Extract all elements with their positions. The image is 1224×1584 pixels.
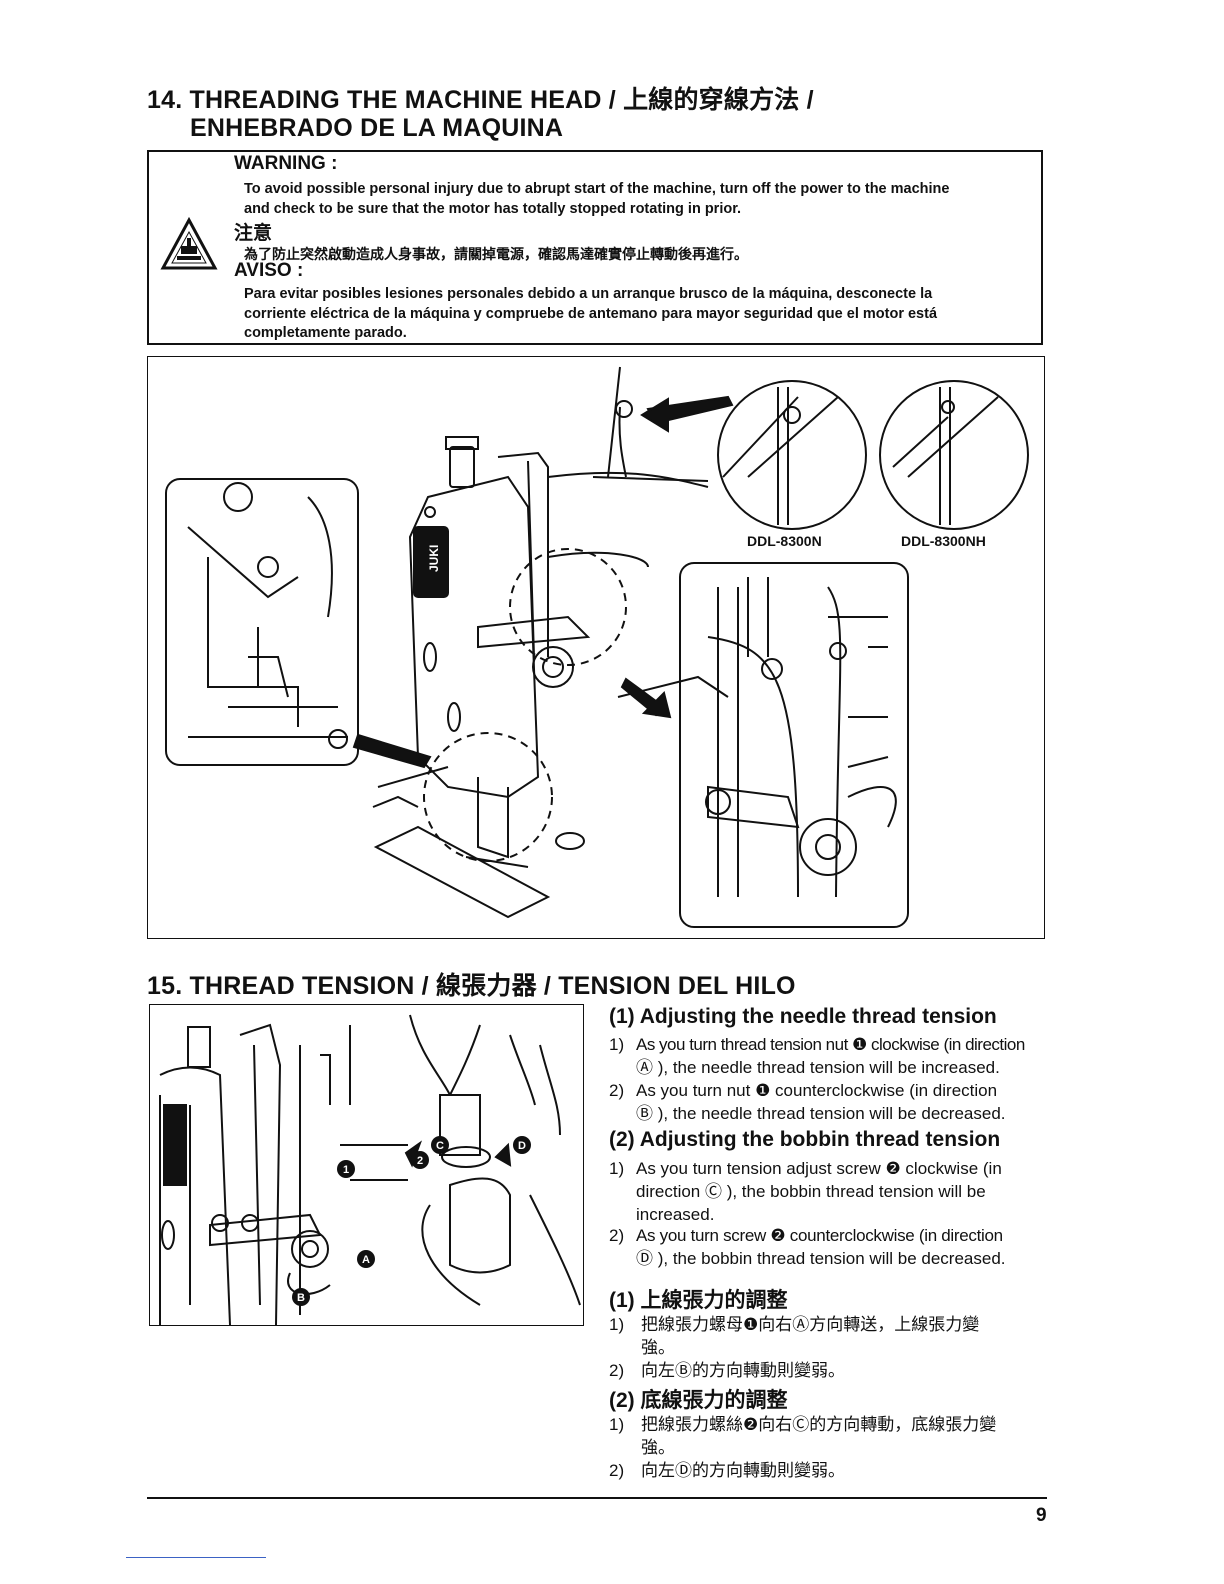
zh-bobbin-step-2: 2) 向左Ⓓ的方向轉動則變弱。 [609,1459,1049,1482]
callout-2: 2 [417,1155,423,1167]
step-number: 1) [609,1315,625,1334]
step-number: 2) [609,1461,625,1480]
step-text-line-2: Ⓐ ), the needle thread tension will be i… [636,1058,1000,1077]
step-number: 1) [609,1415,625,1434]
needle-tension-step-1: 1) As you turn thread tension nut ❶ cloc… [609,1033,1049,1079]
callout-1: 1 [343,1164,349,1176]
step-text-line-2: Ⓓ ), the bobbin thread tension will be d… [636,1249,1006,1268]
callout-d: D [518,1140,526,1152]
warning-box: WARNING : To avoid possible personal inj… [147,150,1043,345]
scan-artifact-line [126,1557,266,1558]
threading-diagram: JUKI DDL-8300N DDL-8300NH [147,356,1045,939]
footer-rule [147,1497,1047,1499]
warning-body-zh: 為了防止突然啟動造成人身事故，請關掉電源，確認馬達確實停止轉動後再進行。 [244,246,748,262]
brand-label: JUKI [427,545,441,572]
needle-detail-inset [165,478,359,766]
section-14-subtitle: ENHEBRADO DE LA MAQUINA [190,114,564,142]
step-text-line-1: As you turn thread tension nut ❶ clockwi… [636,1035,1025,1054]
callout-c: C [436,1140,444,1152]
zh-needle-tension-heading: (1) 上線張力的調整 [609,1289,788,1312]
warning-body-es-2: corriente eléctrica de la máquina y comp… [244,306,938,322]
page-number: 9 [1036,1505,1047,1526]
warning-body-en-2: and check to be sure that the motor has … [244,201,742,217]
callout-a: A [362,1254,370,1266]
step-number: 1) [609,1159,625,1178]
step-text-line-1: As you turn tension adjust screw ❷ clock… [636,1159,1002,1178]
tension-diagram: 1 2 A B C D [149,1004,584,1326]
zh-bobbin-tension-heading: (2) 底線張力的調整 [609,1389,788,1412]
needle-tension-step-2: 2) As you turn nut ❶ counterclockwise (i… [609,1079,1049,1125]
step-number: 2) [609,1361,625,1380]
bobbin-tension-step-2: 2) As you turn screw ❷ counterclockwise … [609,1224,1049,1270]
step-number: 2) [609,1226,625,1245]
callout-b: B [297,1292,305,1304]
step-text-line-1: 向左Ⓑ的方向轉動則變弱。 [641,1361,845,1380]
step-text-line-2: 強。 [641,1438,675,1457]
step-text-line-1: 把線張力螺絲❷向右Ⓒ的方向轉動，底線張力變 [641,1415,997,1434]
model-label-8300nh: DDL-8300NH [901,533,986,549]
tension-illustration: 1 2 A B C D [159,1014,581,1326]
zh-needle-step-2: 2) 向左Ⓑ的方向轉動則變弱。 [609,1359,1049,1382]
step-text-line-1: As you turn screw ❷ counterclockwise (in… [636,1226,1003,1245]
step-text-line-2: 強。 [641,1338,675,1357]
step-text-line-2: Ⓑ ), the needle thread tension will be d… [636,1104,1006,1123]
step-text-line-3: increased. [636,1205,715,1224]
warning-heading-zh: 注意 [234,223,273,244]
hazard-triangle-icon [160,216,218,270]
section-14-title: 14. THREADING THE MACHINE HEAD / 上線的穿線方法… [147,86,814,114]
step-text-line-1: 向左Ⓓ的方向轉動則變弱。 [641,1461,845,1480]
bobbin-tension-heading: (2) Adjusting the bobbin thread tension [609,1128,1001,1151]
thread-path-inset [679,562,909,928]
step-number: 2) [609,1081,625,1100]
warning-body-es-3: completamente parado. [244,325,407,341]
warning-body-es-1: Para evitar posibles lesiones personales… [244,286,933,302]
step-number: 1) [609,1035,625,1054]
threading-illustration: JUKI [165,366,1029,928]
step-text-line-2: direction Ⓒ ), the bobbin thread tension… [636,1182,986,1201]
detail-circle-8300n [717,380,867,530]
warning-heading: WARNING : [234,153,338,174]
section-15-title: 15. THREAD TENSION / 線張力器 / TENSION DEL … [147,972,796,1000]
step-text-line-1: 把線張力螺母❶向右Ⓐ方向轉送，上線張力變 [641,1315,980,1334]
model-label-8300n: DDL-8300N [747,533,822,549]
needle-tension-heading: (1) Adjusting the needle thread tension [609,1005,997,1028]
warning-heading-es: AVISO : [234,260,304,281]
zh-needle-step-1: 1) 把線張力螺母❶向右Ⓐ方向轉送，上線張力變 強。 [609,1313,1049,1359]
detail-circle-8300nh [879,380,1029,530]
step-text-line-1: As you turn nut ❶ counterclockwise (in d… [636,1081,998,1100]
bobbin-tension-step-1: 1) As you turn tension adjust screw ❷ cl… [609,1157,1049,1226]
warning-body-en-1: To avoid possible personal injury due to… [244,181,950,197]
zh-bobbin-step-1: 1) 把線張力螺絲❷向右Ⓒ的方向轉動，底線張力變 強。 [609,1413,1049,1459]
